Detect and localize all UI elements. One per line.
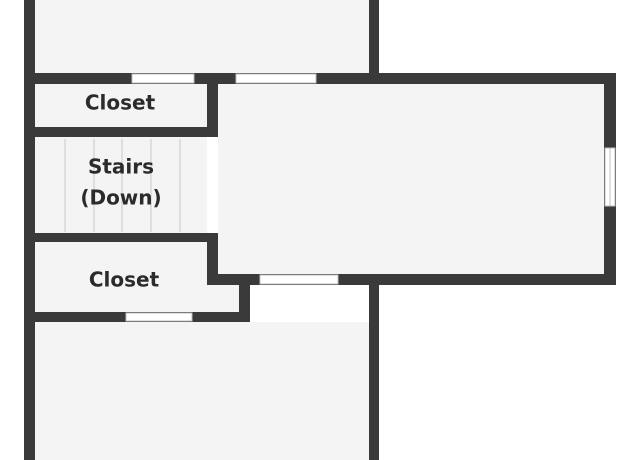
room-right bbox=[218, 84, 604, 274]
wall-upper-right bbox=[369, 0, 379, 84]
wall-lower-right bbox=[369, 274, 379, 460]
room-label-closet-top: Closet bbox=[85, 91, 156, 115]
door-right-room-bottom bbox=[259, 274, 339, 285]
wall-top-horizontal bbox=[24, 73, 616, 84]
wall-closet-top-bottom bbox=[24, 127, 218, 137]
window-right bbox=[604, 147, 616, 207]
room-label-closet-bottom: Closet bbox=[89, 268, 160, 292]
wall-closet-top-right bbox=[207, 73, 218, 137]
room-stairs bbox=[35, 137, 207, 233]
stair-treads bbox=[64, 139, 181, 232]
room-upper-left bbox=[35, 0, 369, 73]
doors bbox=[125, 73, 339, 322]
door-closet-bottom bbox=[125, 312, 193, 322]
room-label-stairs: Stairs bbox=[88, 155, 154, 179]
room-closet-top bbox=[35, 84, 207, 127]
wall-stairs-bottom bbox=[24, 233, 218, 242]
wall-stairs-right bbox=[207, 233, 218, 285]
room-lower-left bbox=[35, 322, 369, 460]
door-closet-top bbox=[131, 73, 195, 84]
wall-right-room-bottom bbox=[207, 274, 616, 285]
wall-left-outer bbox=[24, 0, 35, 460]
room-closet-bottom bbox=[35, 242, 239, 312]
room-label-stairs-sub: (Down) bbox=[80, 186, 161, 210]
door-right-room-top bbox=[235, 73, 317, 84]
wall-closet-bottom-right bbox=[239, 274, 250, 322]
